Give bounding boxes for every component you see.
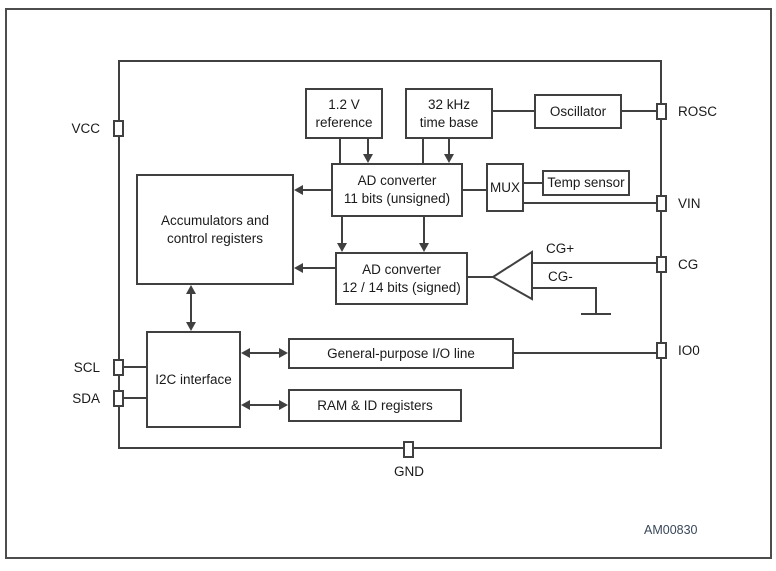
wire-adc12-amplifier [468,276,493,278]
wire-timebase-adc11-b [448,139,450,155]
arrowhead-adc11-adc12-b [419,243,429,252]
block-tempsensor: Temp sensor [542,170,630,196]
wire-oscillator-rosc [622,110,656,112]
block-mux: MUX [486,163,524,212]
arrowhead-accumulators-i2c-down [186,322,196,331]
block-timebase: 32 kHz time base [405,88,493,139]
wire-adc12-accumulators [303,267,335,269]
block-oscillator: Oscillator [534,94,622,129]
pin-cg [656,256,667,273]
arrowhead-reference-adc11 [363,154,373,163]
wire-accumulators-i2c [190,294,192,322]
block-reference: 1.2 V reference [305,88,383,139]
arrowhead-adc11-adc12-a [337,243,347,252]
arrowhead-adc12-accumulators [294,263,303,273]
figure-id: AM00830 [644,523,698,537]
wire-cg-minus-ground [595,287,597,314]
signal-label-cg-plus: CG+ [546,241,575,256]
arrowhead-adc11-accumulators [294,185,303,195]
block-mux-text: MUX [490,179,520,195]
arrowhead-accumulators-i2c-up [186,285,196,294]
block-adc11-text-2: 11 bits (unsigned) [343,191,451,206]
wire-timebase-oscillator [493,110,534,112]
ground-symbol [581,313,611,315]
wire-mux-vin [524,202,656,204]
pin-io0 [656,342,667,359]
wire-sda-i2c [124,397,146,399]
wire-reference-adc11-b [367,139,369,155]
wire-gpio-io0 [514,352,656,354]
block-adc12-text-2: 12 / 14 bits (signed) [342,279,461,295]
signal-label-cg-minus: CG- [548,269,573,284]
wire-adc11-accumulators [303,189,331,191]
pin-label-sda: SDA [72,391,100,406]
wire-i2c-ram [250,404,279,406]
block-adc11-text-1: AD converter [357,173,437,189]
block-adc12-text-1: AD converter [362,261,441,277]
arrowhead-i2c-ram-right [279,400,288,410]
wire-cg-minus [532,287,597,289]
block-i2c: I2C interface [146,331,241,428]
block-adc11: AD converter 11 bits (unsigned) [331,163,463,217]
pin-label-gnd: GND [394,464,424,479]
wire-adc11-mux [463,189,486,191]
wire-scl-i2c [124,366,146,368]
block-reference-text-1: 1.2 V [328,96,360,112]
block-ram: RAM & ID registers [288,389,462,422]
pin-label-cg: CG [678,257,699,272]
pin-vin [656,195,667,212]
block-accumulators: Accumulators and control registers [136,174,294,285]
wire-mux-tempsensor [524,182,542,184]
pin-label-vcc: VCC [71,121,100,136]
pin-label-vin: VIN [678,196,701,211]
block-i2c-text: I2C interface [155,371,232,387]
pin-gnd [403,441,414,458]
arrowhead-timebase-adc11 [444,154,454,163]
wire-timebase-adc11-a [422,139,424,164]
pin-label-scl: SCL [73,360,100,375]
wire-i2c-gpio [250,352,279,354]
block-gpio-text: General-purpose I/O line [327,345,475,361]
block-gpio: General-purpose I/O line [288,338,514,369]
block-timebase-text-1: 32 kHz [427,96,471,112]
block-oscillator-text: Oscillator [549,103,607,119]
block-accumulators-text-2: control registers [166,230,264,246]
pin-rosc [656,103,667,120]
block-timebase-text-2: time base [419,114,479,130]
wire-adc11-adc12-a [341,217,343,244]
pin-scl [113,359,124,376]
pin-label-io0: IO0 [678,343,700,358]
arrowhead-i2c-gpio-left [241,348,250,358]
block-tempsensor-text: Temp sensor [547,175,625,191]
arrowhead-i2c-gpio-right [279,348,288,358]
wire-cg-plus [532,262,656,264]
block-reference-text-2: reference [315,114,373,130]
block-ram-text: RAM & ID registers [317,397,433,413]
wire-adc11-adc12-b [423,217,425,244]
pin-vcc [113,120,124,137]
pin-sda [113,390,124,407]
amplifier-icon [491,250,533,301]
block-adc12: AD converter 12 / 14 bits (signed) [335,252,468,305]
wire-reference-adc11-a [339,139,341,164]
pin-label-rosc: ROSC [678,104,718,119]
block-accumulators-text-1: Accumulators and [160,212,270,228]
arrowhead-i2c-ram-left [241,400,250,410]
